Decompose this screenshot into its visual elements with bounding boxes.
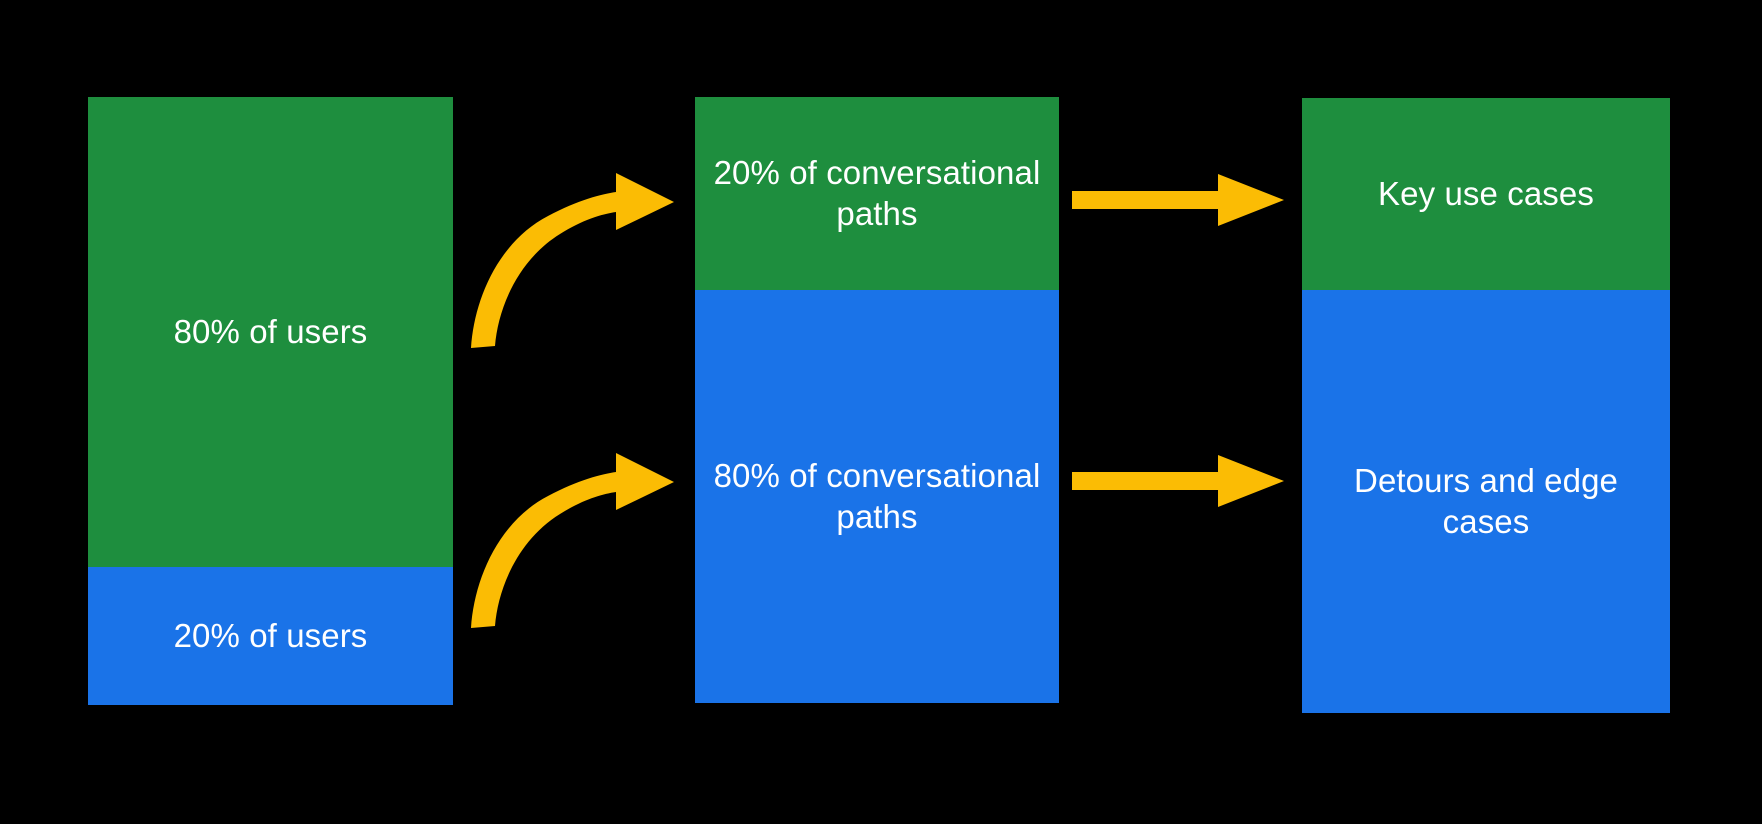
curved-arrow-icon-bottom xyxy=(471,453,674,628)
segment-80-percent-of-users: 80% of users xyxy=(88,97,453,567)
segment-label: 20% of users xyxy=(173,616,368,654)
segment-label: Detours and edge cases xyxy=(1354,462,1618,540)
column-outcomes: Key use cases Detours and edge cases xyxy=(1302,98,1670,713)
straight-arrow-shape xyxy=(1072,174,1284,226)
curved-arrow-shape xyxy=(471,173,674,348)
segment-label: Key use cases xyxy=(1378,174,1594,212)
segment-detours-and-edge-cases: Detours and edge cases xyxy=(1302,290,1670,713)
segment-key-use-cases: Key use cases xyxy=(1302,98,1670,290)
straight-arrow-icon-bottom xyxy=(1072,455,1284,507)
curved-arrow-shape xyxy=(471,453,674,628)
column-users: 80% of users 20% of users xyxy=(88,97,453,705)
segment-80-percent-of-conversational-paths: 80% of conversational paths xyxy=(695,290,1059,703)
straight-arrow-icon-top xyxy=(1072,174,1284,226)
segment-label: 20% of conversational paths xyxy=(713,154,1041,232)
curved-arrow-icon-top xyxy=(471,173,674,348)
straight-arrow-shape xyxy=(1072,455,1284,507)
column-conversational-paths: 20% of conversational paths 80% of conve… xyxy=(695,97,1059,703)
segment-label: 80% of conversational paths xyxy=(713,457,1041,535)
segment-20-percent-of-users: 20% of users xyxy=(88,567,453,705)
segment-label: 80% of users xyxy=(173,312,368,350)
segment-20-percent-of-conversational-paths: 20% of conversational paths xyxy=(695,97,1059,290)
